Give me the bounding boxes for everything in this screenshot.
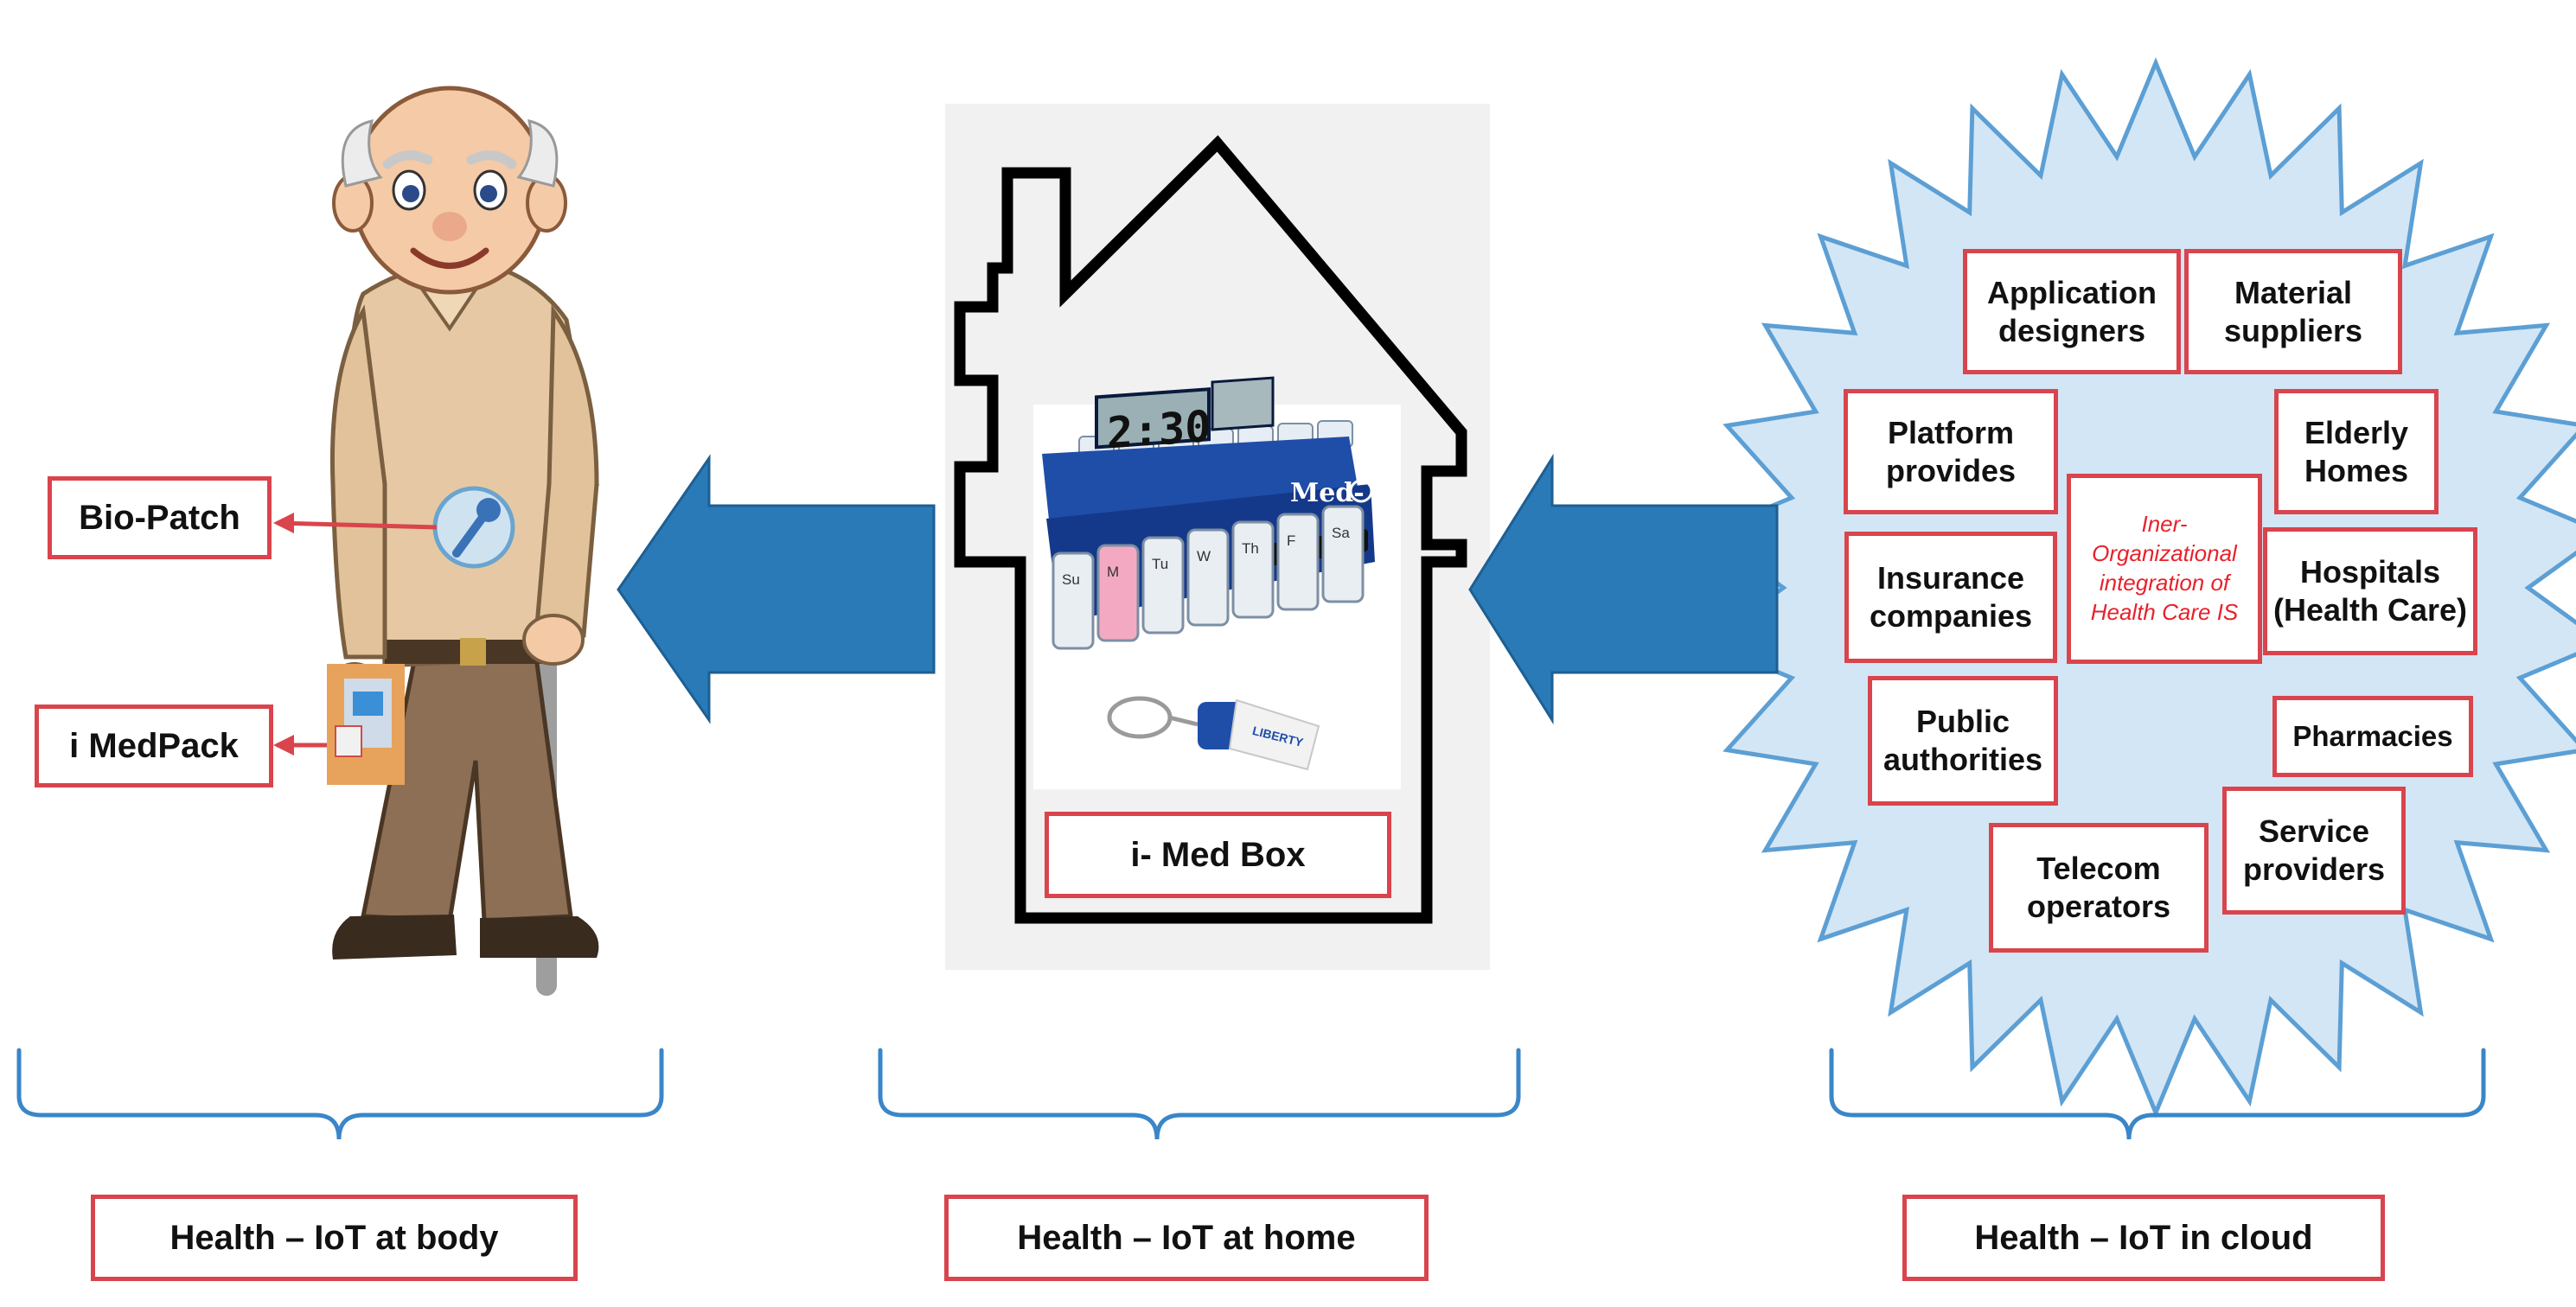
center-line-2: Organizational: [2092, 540, 2237, 567]
stakeholder-line: Homes: [2304, 452, 2409, 488]
stakeholder-line: provides: [1885, 452, 2017, 488]
bio-patch-label: Bio-Patch: [48, 476, 272, 559]
pill-day-label: W: [1197, 548, 1211, 564]
house-outline: [954, 135, 1467, 924]
stakeholder-line: Material: [2234, 274, 2353, 310]
stakeholder-line: authorities: [1882, 742, 2043, 777]
cloud-center-label: Iner- Organizational integration of Heal…: [2067, 474, 2262, 664]
pill-day-label: Sa: [1332, 525, 1350, 541]
center-line-4: Health Care IS: [2090, 598, 2239, 625]
pill-compartment: [1051, 551, 1095, 650]
stakeholder-service-providers: Service providers: [2222, 787, 2406, 915]
stakeholder-public-authorities: Public authorities: [1868, 676, 2058, 806]
stakeholder-insurance-companies: Insurance companies: [1844, 532, 2057, 663]
stakeholder-material-suppliers: Material suppliers: [2184, 249, 2402, 374]
pill-day-label: Th: [1242, 540, 1259, 557]
elderly-man-illustration: [327, 86, 599, 996]
stakeholder-line: Service: [2258, 813, 2370, 850]
pill-compartment: [1276, 513, 1320, 611]
medpack-label: i MedPack: [35, 705, 273, 787]
stakeholder-telecom-operators: Telecom operators: [1989, 823, 2208, 953]
center-line-3: integration of: [2099, 570, 2230, 596]
stakeholder-line: Platform: [1887, 414, 2015, 450]
pill-day-label: Tu: [1152, 556, 1168, 572]
stakeholder-line: providers: [2242, 851, 2386, 887]
stakeholder-platform-provides: Platform provides: [1844, 389, 2058, 514]
stakeholder-line: (Health Care): [2272, 592, 2468, 628]
stakeholder-hospitals: Hospitals (Health Care): [2263, 527, 2477, 655]
pill-compartment: [1096, 544, 1140, 642]
stakeholder-line: Insurance: [1876, 560, 2025, 596]
pill-compartment: [1141, 536, 1185, 634]
stakeholder-pharmacies: Pharmacies: [2272, 696, 2473, 777]
caption-iot-in-cloud: Health – IoT in cloud: [1902, 1195, 2385, 1281]
brace-home: [878, 1048, 1521, 1140]
pill-compartment: [1231, 520, 1275, 619]
stakeholder-line: Public: [1915, 704, 2010, 740]
arrow-cloud-to-home: [1468, 453, 1779, 725]
center-line-1: Iner-: [2141, 511, 2188, 538]
stakeholder-line: companies: [1869, 598, 2033, 634]
stakeholder-line: Telecom: [2036, 851, 2161, 887]
brace-cloud: [1829, 1048, 2486, 1140]
stakeholder-elderly-homes: Elderly Homes: [2274, 389, 2439, 514]
stakeholder-line: Hospitals: [2299, 554, 2441, 590]
med-box-label: i- Med Box: [1045, 812, 1391, 898]
pill-compartment: [1321, 505, 1365, 603]
stakeholder-line: designers: [1998, 312, 2146, 348]
label-connectors: [273, 513, 438, 756]
caption-iot-at-body: Health – IoT at body: [91, 1195, 578, 1281]
pill-day-label: Su: [1062, 571, 1080, 588]
stakeholder-line: operators: [2026, 889, 2171, 924]
stakeholder-line: suppliers: [2223, 312, 2363, 348]
pill-compartment: [1186, 528, 1230, 627]
caption-iot-at-home: Health – IoT at home: [944, 1195, 1429, 1281]
stakeholder-line: Application: [1987, 274, 2157, 310]
med-box-display: 2:30: [1107, 401, 1211, 458]
pill-day-label: F: [1287, 532, 1295, 549]
arrow-home-to-body: [617, 454, 936, 724]
stakeholder-application-designers: Application designers: [1963, 249, 2181, 374]
stakeholder-line: Elderly: [2304, 414, 2409, 450]
brace-body: [16, 1048, 664, 1140]
pill-day-label: M: [1107, 564, 1119, 580]
